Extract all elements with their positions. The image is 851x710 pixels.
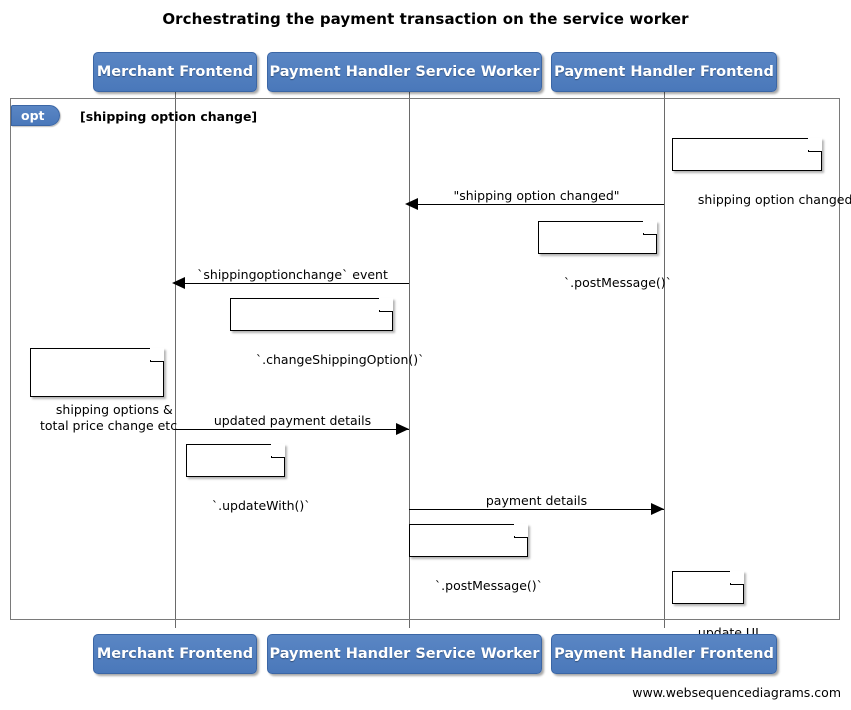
participant-bottom-payment-handler-service-worker[interactable]: Payment Handler Service Worker — [267, 634, 542, 674]
note-fold-corner-icon — [150, 348, 164, 362]
arrowhead-left-shipping-option-changed — [405, 198, 418, 210]
note-fold-corner-icon — [808, 138, 822, 152]
note-text: shipping option changed — [697, 192, 851, 207]
note-post-message-1: `.postMessage()` — [538, 221, 672, 290]
participant-label: Merchant Frontend — [96, 646, 254, 662]
note-post-message-2: `.postMessage()` — [409, 524, 543, 593]
participant-label: Payment Handler Service Worker — [269, 646, 540, 662]
fragment-opt-tag-label: opt — [21, 108, 45, 123]
message-line-shipping-option-changed — [409, 204, 664, 205]
note-change-shipping-option: `.changeShippingOption()` — [230, 298, 424, 367]
message-label-shippingoptionchange-event: `shippingoptionchange` event — [197, 267, 388, 282]
message-label-payment-details: payment details — [485, 493, 588, 508]
arrowhead-right-payment-details — [651, 503, 664, 515]
note-update-ui: update UI — [672, 571, 759, 640]
participant-top-payment-handler-service-worker[interactable]: Payment Handler Service Worker — [267, 52, 542, 92]
message-label-updated-payment-details: updated payment details — [213, 413, 372, 428]
note-fold-corner-icon — [643, 221, 657, 235]
message-line-shippingoptionchange-event — [176, 283, 409, 284]
participant-top-merchant-frontend[interactable]: Merchant Frontend — [93, 52, 257, 92]
fragment-opt-tag: opt — [11, 105, 60, 126]
note-update-with: `.updateWith()` — [186, 444, 311, 513]
participant-top-payment-handler-frontend[interactable]: Payment Handler Frontend — [551, 52, 777, 92]
note-fold-corner-icon — [730, 571, 744, 585]
note-text: `.updateWith()` — [211, 498, 311, 513]
message-line-payment-details — [409, 509, 664, 510]
note-text: shipping options & total price change et… — [40, 402, 178, 433]
footer-attribution: www.websequencediagrams.com — [632, 685, 841, 700]
note-fold-corner-icon — [379, 298, 393, 312]
note-fold-corner-icon — [514, 524, 528, 538]
note-shipping-option-changed: shipping option changed — [672, 138, 851, 207]
note-fold-corner-icon — [271, 444, 285, 458]
arrowhead-left-shippingoptionchange-event — [172, 277, 185, 289]
participant-label: Payment Handler Frontend — [554, 64, 774, 80]
participant-label: Merchant Frontend — [96, 64, 254, 80]
fragment-opt-frame — [10, 98, 840, 620]
lifeline-payment-handler-service-worker — [409, 90, 410, 628]
participant-bottom-merchant-frontend[interactable]: Merchant Frontend — [93, 634, 257, 674]
note-text: `.changeShippingOption()` — [255, 352, 425, 367]
note-text: `.postMessage()` — [434, 578, 543, 593]
message-line-updated-payment-details — [176, 429, 409, 430]
message-label-shipping-option-changed: "shipping option changed" — [453, 188, 620, 203]
participant-bottom-payment-handler-frontend[interactable]: Payment Handler Frontend — [551, 634, 777, 674]
arrowhead-right-updated-payment-details — [396, 423, 409, 435]
fragment-opt-condition: [shipping option change] — [80, 109, 258, 124]
page-title: Orchestrating the payment transaction on… — [162, 10, 689, 28]
participant-label: Payment Handler Service Worker — [269, 64, 540, 80]
lifeline-payment-handler-frontend — [664, 90, 665, 628]
note-shipping-options-total-price: shipping options & total price change et… — [30, 348, 177, 433]
participant-label: Payment Handler Frontend — [554, 646, 774, 662]
lifeline-merchant-frontend — [175, 90, 176, 628]
note-text: `.postMessage()` — [563, 275, 672, 290]
